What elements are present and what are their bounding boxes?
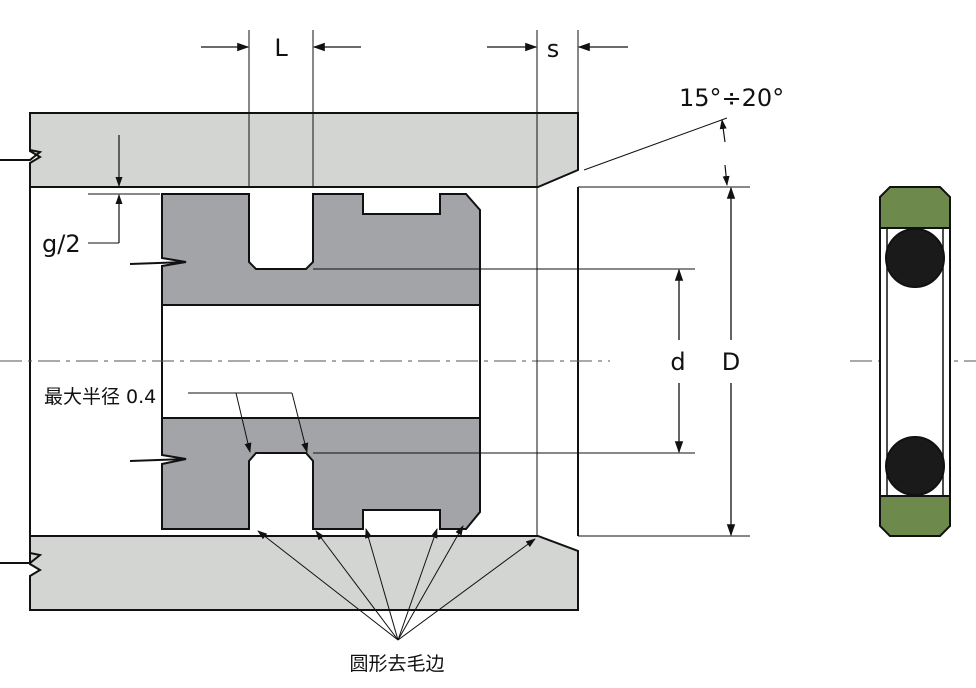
housing-top <box>29 112 579 188</box>
label-angle: 15°÷20° <box>679 84 784 112</box>
oring-bottom <box>885 436 945 496</box>
deburr-arrow-2 <box>315 530 399 641</box>
seal-green-top <box>879 186 951 229</box>
deburr-arrow-1 <box>257 530 399 641</box>
piston-break-top <box>129 261 187 265</box>
label-g-half: g/2 <box>42 230 81 258</box>
label-L: L <box>274 34 288 62</box>
piston-break-bottom <box>129 458 187 462</box>
deburr-arrow-6 <box>397 538 536 641</box>
piston-section-bottom <box>161 417 481 530</box>
housing-bottom <box>29 535 579 611</box>
label-D: D <box>722 348 740 376</box>
deburr-arrow-3 <box>365 528 399 641</box>
label-max-radius: 最大半径 0.4 <box>44 386 156 408</box>
seal-cross-section <box>879 186 951 537</box>
label-round-deburr: 圆形去毛边 <box>349 653 444 675</box>
deburr-arrow-5 <box>397 525 464 641</box>
break-mark-top <box>0 149 43 161</box>
angle-arrow-up <box>719 119 727 143</box>
seal-green-bottom <box>879 495 951 537</box>
break-mark-bottom <box>0 552 43 564</box>
radius-arrow-1 <box>235 392 252 453</box>
label-s: s <box>547 35 560 63</box>
piston-section-top <box>161 193 481 306</box>
deburr-arrow-4 <box>397 528 438 641</box>
radius-arrow-2 <box>291 392 309 453</box>
angle-arrow-down <box>722 164 730 186</box>
angle-leader <box>583 117 728 171</box>
oring-top <box>885 228 945 288</box>
label-d: d <box>670 348 685 376</box>
